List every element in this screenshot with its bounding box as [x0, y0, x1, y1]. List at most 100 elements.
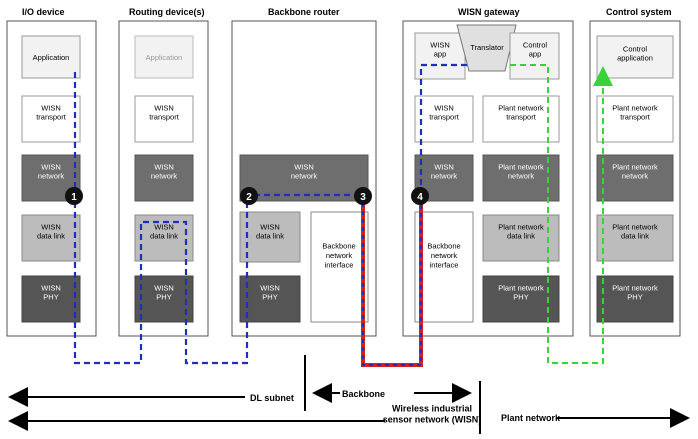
marker-2-label: 2: [246, 192, 252, 203]
label-line: sensor network (WISN): [383, 415, 482, 425]
label-line: app: [434, 50, 447, 59]
control-datalink-box: [596, 214, 674, 262]
blue-path-gateway: [419, 63, 470, 195]
label-line: transport: [149, 113, 180, 122]
io-datalink-box: [21, 214, 81, 262]
label-line: app: [529, 50, 542, 59]
label-line: Plant network: [612, 283, 658, 292]
label-line: network: [431, 172, 458, 181]
marker-1: 1: [65, 187, 83, 205]
label-line: WISN: [41, 283, 61, 292]
label-line: Translator: [470, 43, 504, 52]
label-line: PHY: [156, 293, 171, 302]
label-line: data link: [37, 232, 65, 241]
translator-shape: [456, 24, 517, 72]
control-network-box: [596, 154, 674, 202]
label-line: Wireless industrial: [392, 403, 472, 413]
label-line: WISN: [41, 103, 61, 112]
label-line: WISN: [260, 222, 280, 231]
gateway-plant-network-box: [482, 154, 560, 202]
control-system-title: Control system: [606, 7, 672, 17]
backbone-label: Backbone: [342, 389, 385, 399]
label-line: Plant network: [612, 162, 658, 171]
backbone-router-title: Backbone router: [268, 7, 340, 17]
routing-network-box: [134, 154, 194, 202]
label-line: Control: [623, 44, 648, 53]
gateway-plant-transport-box: [482, 95, 560, 143]
io-network-box: [21, 154, 81, 202]
backbone-datalink-box: [239, 211, 301, 263]
wisn-gateway-title: WISN gateway: [458, 7, 520, 17]
label-line: data link: [507, 232, 535, 241]
blue-overlay-backbone-link: [362, 195, 422, 366]
label-line: network: [38, 172, 65, 181]
dl-subnet-label: DL subnet: [250, 393, 294, 403]
gateway-plant-phy-box: [482, 275, 560, 323]
label-line: WISN: [154, 103, 174, 112]
label-line: application: [617, 54, 653, 63]
control-phy-box: [596, 275, 674, 323]
gateway-control-app-box: [509, 32, 560, 80]
io-application-box: [21, 35, 81, 79]
label-line: WISN: [41, 222, 61, 231]
blue-path-io-to-backbone: [73, 72, 363, 365]
label-line: network: [508, 172, 535, 181]
wisn-label: Wireless industrial sensor network (WISN): [383, 403, 482, 424]
label-line: WISN: [154, 283, 174, 292]
label-line: WISN: [41, 162, 61, 171]
routing-phy-box: [134, 275, 194, 323]
label-line: Plant network: [498, 222, 544, 231]
translator-label: Translator: [470, 43, 504, 52]
label-line: network: [151, 172, 178, 181]
label-line: network: [291, 172, 318, 181]
label-line: transport: [506, 113, 537, 122]
io-phy-box: [21, 275, 81, 323]
marker-3-label: 3: [360, 192, 366, 203]
marker-2: 2: [240, 187, 258, 205]
routing-application-label: Application: [146, 53, 183, 62]
label-line: WISN: [434, 162, 454, 171]
io-device-title: I/O device: [22, 7, 65, 17]
label-line: WISN: [260, 283, 280, 292]
backbone-network-box: [239, 154, 369, 202]
backbone-interface-box: [310, 211, 369, 323]
io-application-label: Application: [33, 53, 70, 62]
label-line: Control: [523, 40, 548, 49]
label-line: PHY: [262, 293, 277, 302]
backbone-phy-box: [239, 275, 301, 323]
label-line: Application: [33, 53, 70, 62]
label-line: network: [326, 251, 353, 260]
gateway-backbone-interface-box: [414, 211, 474, 323]
label-line: PHY: [513, 293, 528, 302]
gateway-wisn-transport-box: [414, 95, 474, 143]
label-line: WISN: [434, 103, 454, 112]
label-line: WISN: [154, 222, 174, 231]
control-transport-box: [596, 95, 674, 143]
marker-4: 4: [411, 187, 429, 205]
label-line: transport: [429, 113, 460, 122]
label-line: Plant network: [612, 103, 658, 112]
